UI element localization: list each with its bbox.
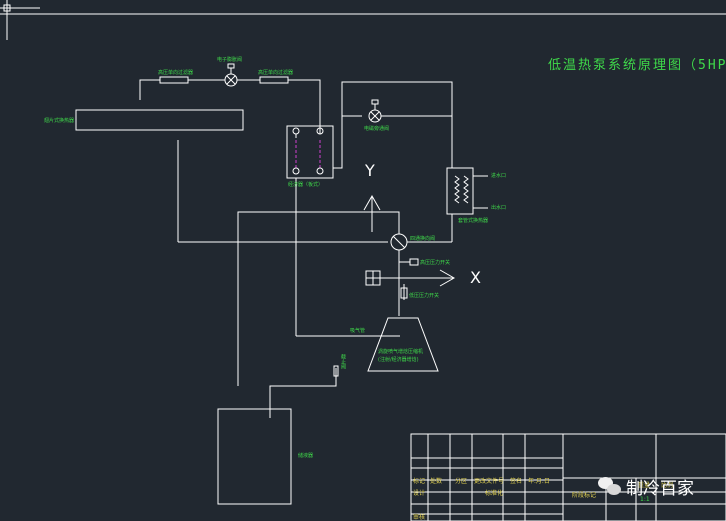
label-economizer: 经济器（板式） — [288, 182, 324, 188]
tb-ratio: 比例 — [661, 482, 674, 489]
watermark: 制冷百家 — [598, 474, 694, 499]
label-water-in: 进水口 — [491, 173, 507, 179]
tb-date: 年.月.日 — [528, 478, 550, 485]
label-finned-hx: 翅片式换热器 — [44, 118, 75, 124]
tb-weight: 重量 — [638, 482, 651, 489]
label-expansion-valve: 电子膨胀阀 — [217, 57, 243, 63]
tb-standard: 标准化 — [485, 490, 504, 497]
compressor — [367, 317, 439, 372]
receiver-tank — [217, 408, 292, 505]
label-water-hx: 套管式换热器 — [458, 218, 489, 224]
label-stop-valve: 截止阀 — [340, 354, 346, 369]
label-four-way-valve: 四通换向阀 — [410, 236, 436, 242]
tb-count: 处数 — [430, 478, 443, 485]
finned-heat-exchanger — [75, 109, 244, 131]
stop-valve — [333, 365, 339, 377]
tb-design: 设计 — [413, 490, 426, 497]
wechat-icon — [598, 476, 622, 497]
tb-scale: 1:1 — [640, 496, 650, 503]
tb-mark: 标记 — [413, 478, 426, 485]
label-low-pressure: 低压压力开关 — [409, 293, 440, 299]
label-solenoid-valve: 电磁旁通阀 — [364, 126, 390, 132]
tube-in-tube-hx — [446, 167, 474, 215]
economizer-plate-hx — [286, 125, 334, 179]
axis-x-symbol: X — [470, 268, 481, 287]
tb-stage-mark: 阶段标记 — [572, 492, 597, 499]
tb-review: 审核 — [413, 514, 426, 521]
watermark-text: 制冷百家 — [626, 479, 694, 499]
label-suction: 吸气管 — [350, 328, 366, 334]
filter-right — [259, 76, 289, 84]
label-filter-left: 高压单向过滤器 — [158, 70, 194, 76]
tb-change-doc: 更改文件号 — [474, 478, 505, 485]
label-compressor-sub: (注射/经济器增焓) — [378, 357, 419, 363]
tb-signature: 签名 — [510, 478, 523, 485]
label-water-out: 出水口 — [491, 205, 507, 211]
label-filter-right: 高压单向过滤器 — [258, 70, 294, 76]
high-pressure-switch — [409, 258, 419, 266]
label-high-pressure: 高压压力开关 — [420, 260, 451, 266]
filter-left — [159, 76, 189, 84]
label-receiver: 储液器 — [298, 453, 314, 459]
label-compressor: 涡旋喷气增焓压缩机 — [378, 349, 424, 355]
axis-y-symbol: Y — [365, 161, 375, 180]
tb-zone: 分区 — [455, 478, 468, 485]
diagram-title: 低温热泵系统原理图（5HP) — [548, 58, 726, 73]
